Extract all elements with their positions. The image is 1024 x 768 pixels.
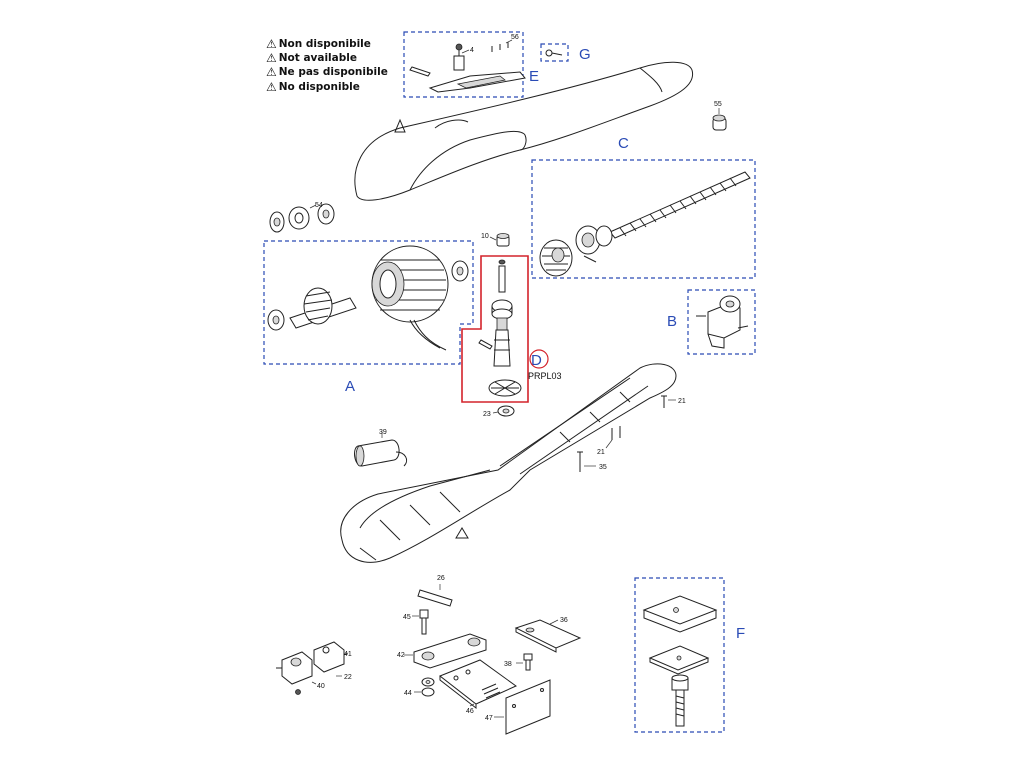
pin-part-26 [417,584,453,607]
group-c-box [531,159,756,279]
group-label-g: G [579,46,591,63]
notice-line-en: ⚠Not available [266,51,357,66]
part-number-45: 45 [403,614,411,621]
plate-part-36 [514,619,582,653]
warning-icon: ⚠ [266,65,277,80]
group-d-circle-marker [529,349,549,369]
availability-notice: ⚠Non disponibile ⚠Not available ⚠Ne pas … [266,37,388,94]
part-number-21-top: 21 [678,398,686,405]
capacitor-part-39 [354,432,408,467]
top-cover [354,61,694,201]
plate-part-46 [439,659,517,710]
group-a-motor [267,245,469,351]
plate-part-47 [494,679,551,735]
part-number-10: 10 [481,233,489,240]
group-d-code: PRPL03 [528,371,562,381]
group-a-box [263,240,474,365]
part-number-54: 54 [315,202,323,209]
part-number-23: 23 [483,411,491,418]
group-b-box [687,289,756,355]
part-number-4: 4 [470,47,474,54]
part-number-36: 36 [560,617,568,624]
warning-icon: ⚠ [266,79,277,94]
screws-part-21-35 [577,395,676,472]
part-number-26: 26 [437,575,445,582]
bushing-part-10 [489,233,510,247]
group-label-b: B [667,313,677,330]
group-f-box [634,577,725,733]
bearings-part-54 [269,203,335,233]
part-number-21-mid: 21 [597,449,605,456]
part-number-42: 42 [397,652,405,659]
part-number-38: 38 [504,661,512,668]
group-b-bracket [696,295,749,349]
part-number-39: 39 [379,429,387,436]
part-number-55: 55 [714,101,722,108]
part-number-44: 44 [404,690,412,697]
group-c-lead-screw [539,171,751,277]
group-e-parts [409,39,526,93]
washer-part-44 [414,677,435,697]
group-label-c: C [618,135,629,152]
part-number-56: 56 [511,34,519,41]
part-number-22: 22 [344,674,352,681]
warning-icon [455,527,469,539]
warning-icon: ⚠ [266,51,277,66]
bushing-part-55 [712,108,727,131]
group-label-a: A [345,378,355,395]
lock-block-parts-40-41-22 [276,641,349,695]
part-number-35: 35 [599,464,607,471]
part-number-46: 46 [466,708,474,715]
warning-icon: ⚠ [266,37,277,51]
group-d-box [461,255,529,403]
notice-line-fr: ⚠Ne pas disponibile [266,65,388,80]
group-e-box [403,31,524,98]
group-g-box [540,43,569,62]
screw-part-38 [516,653,533,671]
group-label-d: D [531,352,542,369]
washer-part-23 [492,405,515,417]
bolt-part-45 [412,609,429,635]
main-housing [340,363,677,563]
group-d-gear-shaft [478,259,522,397]
part-number-47: 47 [485,715,493,722]
group-label-e: E [529,68,539,85]
group-f-parts [642,595,718,727]
group-g-part [545,49,563,57]
part-number-40: 40 [317,683,325,690]
part-number-41: 41 [344,651,352,658]
notice-line-it: ⚠Non disponibile [266,37,371,51]
link-arm-part-42 [404,633,487,669]
warning-icon [394,118,406,133]
notice-line-es: ⚠No disponible [266,79,360,94]
group-label-f: F [736,625,745,642]
